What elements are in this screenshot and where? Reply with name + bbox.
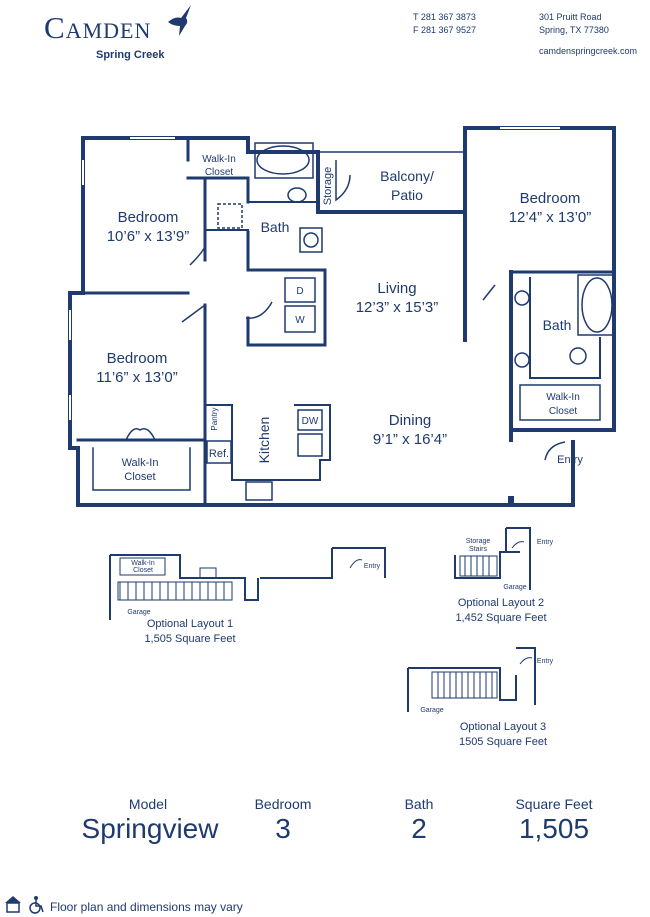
contact-address: 301 Pruitt Road Spring, TX 77380 (539, 11, 609, 37)
bedroom-1-label: Bedroom (118, 209, 179, 226)
washer-label: W (295, 315, 305, 326)
pantry-label: Pantry (210, 407, 219, 430)
optional-layout-1-plan (109, 547, 386, 620)
layout-1-title: Optional Layout 1 (146, 618, 234, 630)
bathtub-2-icon (581, 277, 613, 333)
disclaimer-text: Floor plan and dimensions may vary (50, 900, 243, 914)
walkin-closet-2-line1: Walk-In (122, 457, 159, 469)
balcony-label-line1: Balcony/ (380, 168, 434, 184)
outer-wall-right (509, 376, 616, 432)
bedroom-count-label: Bedroom (254, 796, 312, 812)
fax-number: F 281 367 9527 (413, 25, 477, 35)
layout-3-title: Optional Layout 3 (459, 721, 547, 733)
outer-wall-left-bottom (68, 136, 575, 507)
walkin-closet-3-line2: Closet (549, 406, 578, 417)
contact-phones: T 281 367 3873 F 281 367 9527 (413, 11, 476, 37)
dryer-icon (284, 277, 316, 303)
layout-1-garage-label: Garage (127, 609, 150, 616)
toilet-2-icon (569, 347, 587, 365)
website-link[interactable]: camdenspringcreek.com (539, 46, 638, 56)
phone-number: T 281 367 3873 (413, 12, 476, 22)
outer-wall-top (81, 126, 616, 380)
dryer-label: D (296, 286, 303, 297)
optional-layout-2-plan (454, 527, 531, 590)
address-line-2: Spring, TX 77380 (539, 25, 609, 35)
bedroom-1-dimensions: 10’6” x 13’9” (107, 228, 190, 245)
community-name: Spring Creek (96, 49, 165, 61)
kitchen-sink-icon (297, 433, 323, 457)
footer-icons (5, 896, 44, 914)
layout-2-garage-label: Garage (503, 584, 526, 591)
bedroom-count-value: 3 (275, 813, 291, 844)
layout-2-caption: Optional Layout 2 1,452 Square Feet (431, 596, 571, 626)
bath-count-value: 2 (411, 813, 427, 844)
accessibility-icon (29, 896, 44, 914)
sink-3-icon (514, 352, 530, 368)
layout-2-title: Optional Layout 2 (457, 597, 545, 609)
bath-count-label: Bath (404, 796, 434, 812)
model-value: Springview (81, 813, 219, 844)
refrigerator-label: Ref. (209, 448, 229, 460)
brand-logo-text: Camden (44, 10, 152, 45)
bedroom-2-dimensions: 11’6” x 13’0” (96, 369, 177, 386)
walkin-closet-1-line2: Closet (205, 167, 234, 178)
entry-label: Entry (557, 454, 583, 466)
layout-2-storage-label: Storage (466, 538, 491, 545)
living-dimensions: 12’3” x 15’3” (356, 299, 439, 316)
model-label: Model (128, 796, 168, 812)
layout-2-sqft: 1,452 Square Feet (455, 612, 547, 624)
layout-1-caption: Optional Layout 1 1,505 Square Feet (120, 617, 260, 647)
bedroom-2-label: Bedroom (107, 350, 168, 367)
storage-label: Storage (322, 167, 334, 206)
layout-3-entry-label: Entry (537, 658, 554, 665)
bathtub-1-icon (256, 145, 310, 175)
sink-1-icon (303, 232, 319, 248)
bath-1-label: Bath (261, 219, 290, 235)
dishwasher-icon (297, 409, 323, 431)
dining-dimensions: 9’1” x 16’4” (373, 431, 447, 448)
toilet-1-icon (287, 187, 307, 203)
dining-label: Dining (389, 412, 432, 429)
optional-layout-3-plan (407, 647, 536, 712)
address-line-1: 301 Pruitt Road (539, 12, 602, 22)
layout-3-garage-label: Garage (420, 707, 443, 714)
bath-2-label: Bath (543, 317, 572, 333)
square-feet-value: 1,505 (518, 813, 590, 844)
layout-1-walkin-line1: Walk-In (131, 560, 155, 567)
walkin-closet-3-line1: Walk-In (546, 392, 580, 403)
kitchen-label: Kitchen (256, 417, 272, 464)
layout-2-stairs-label: Stairs (469, 546, 487, 553)
layout-1-entry-label: Entry (364, 563, 381, 570)
shower-1-icon (217, 203, 243, 229)
layout-1-sqft: 1,505 Square Feet (144, 633, 236, 645)
equal-housing-icon (5, 896, 21, 913)
layout-1-walkin-line2: Closet (133, 567, 153, 574)
bedroom-3-dimensions: 12’4” x 13’0” (509, 209, 592, 226)
hummingbird-logo-icon (168, 5, 191, 36)
washer-icon (284, 305, 316, 333)
dishwasher-label: DW (302, 416, 319, 427)
layout-3-sqft: 1505 Square Feet (458, 736, 548, 748)
square-feet-label: Square Feet (515, 796, 593, 812)
layout-2-entry-label: Entry (537, 539, 554, 546)
sink-2-icon (514, 290, 530, 306)
balcony-label-line2: Patio (391, 187, 423, 203)
bedroom-3-label: Bedroom (520, 190, 581, 207)
layout-3-caption: Optional Layout 3 1505 Square Feet (433, 720, 573, 750)
stove-icon (245, 481, 273, 501)
living-label: Living (377, 280, 416, 297)
walkin-closet-2-line2: Closet (124, 471, 155, 483)
refrigerator-icon (206, 440, 232, 464)
walkin-closet-1-line1: Walk-In (202, 154, 236, 165)
